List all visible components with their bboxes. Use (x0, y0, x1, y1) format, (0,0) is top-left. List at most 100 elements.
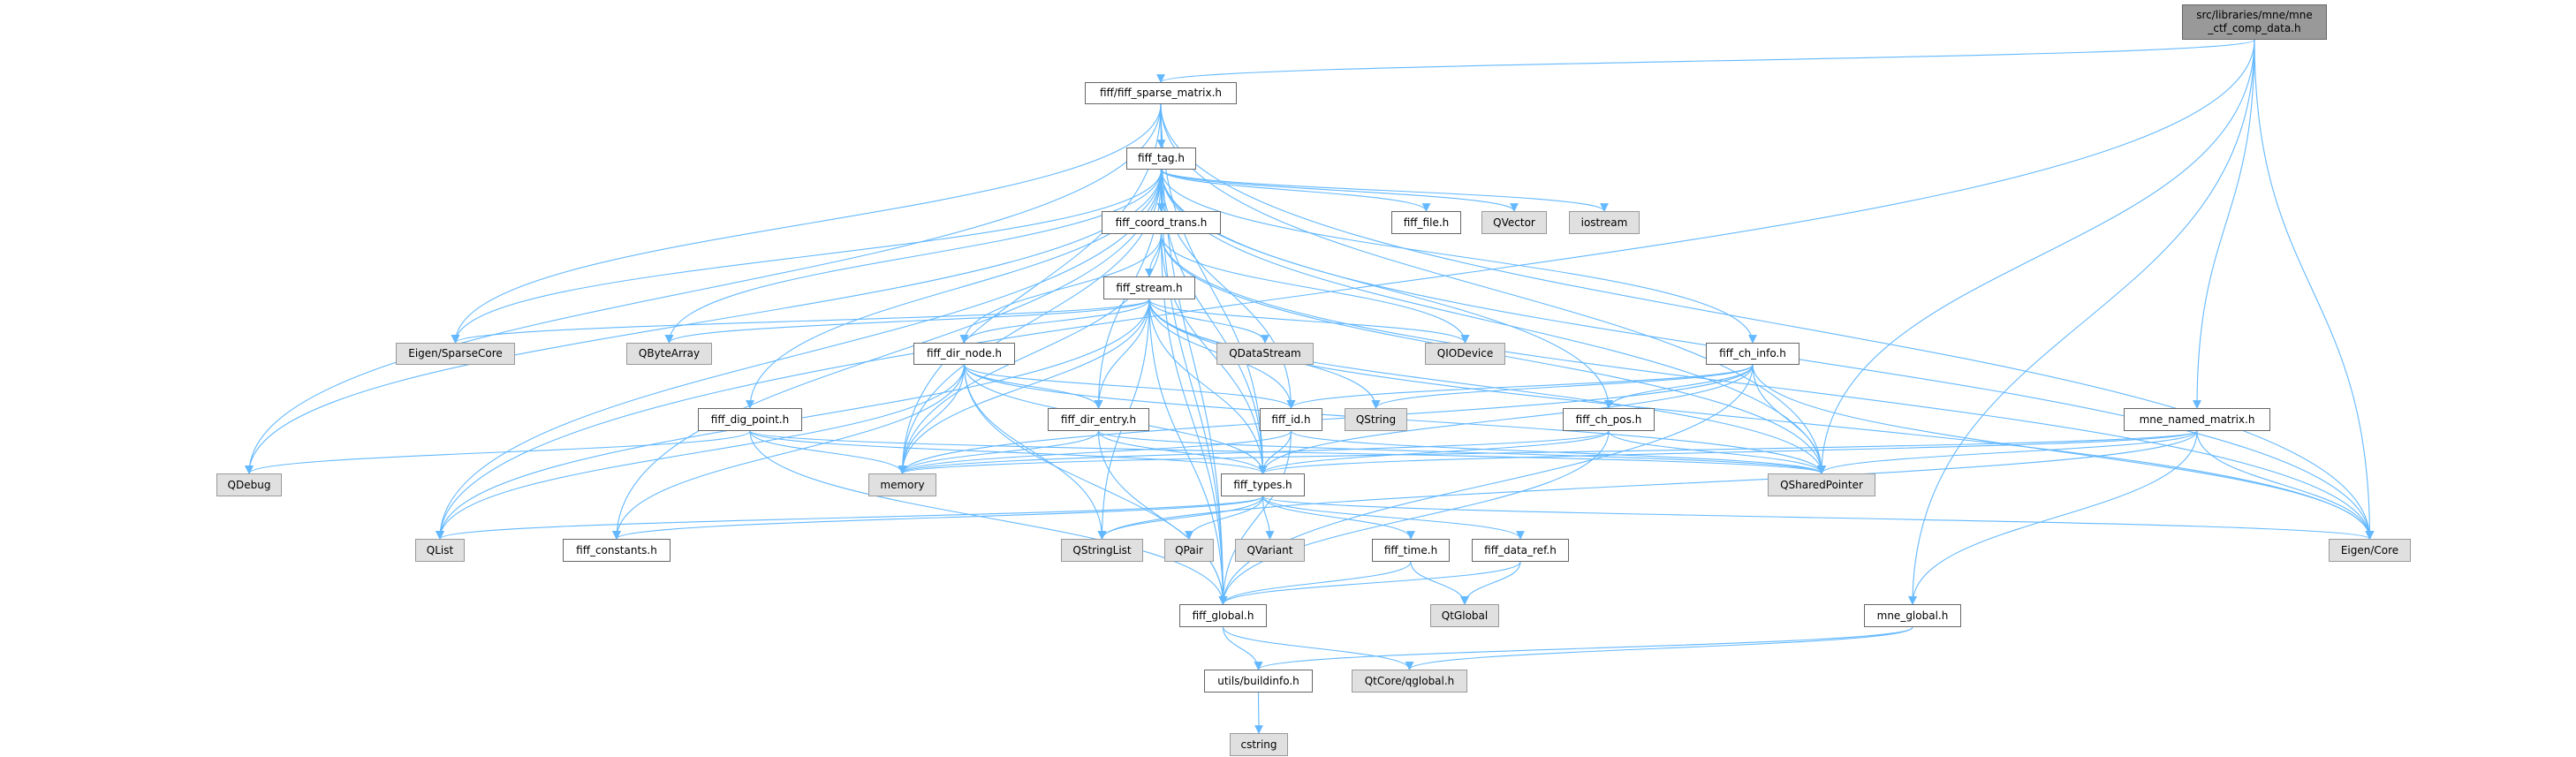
edge-id-to-memory (898, 430, 1292, 474)
graph-node-digpoint[interactable]: fiff_dig_point.h (698, 408, 802, 431)
edge-tag-to-constants (612, 169, 1163, 540)
edge-tag-to-chpos (1160, 169, 1613, 409)
graph-node-qglobal: QtCore/qglobal.h (1352, 670, 1467, 693)
graph-node-coord[interactable]: fiff_coord_trans.h (1102, 211, 1221, 234)
edge-fiffglobal-to-qglobal (1222, 626, 1414, 670)
edge-stream-to-qiodevice (1148, 299, 1470, 344)
edge-direntry-to-types (1097, 430, 1268, 474)
graph-node-sparse[interactable]: fiff/fiff_sparse_matrix.h (1085, 82, 1237, 104)
graph-node-named[interactable]: mne_named_matrix.h (2124, 408, 2270, 431)
edge-stream-to-dirnode (959, 299, 1150, 344)
graph-node-qiodevice: QIODevice (1425, 343, 1505, 365)
edge-named-to-types (1258, 430, 2198, 474)
edge-digpoint-to-qdebug (245, 430, 751, 474)
edge-direntry-to-qshared (1097, 430, 1826, 474)
graph-node-eigencore: Eigen/Core (2329, 539, 2411, 562)
graph-node-direntry[interactable]: fiff_dir_entry.h (1048, 408, 1149, 431)
edge-chinfo-to-qshared (1752, 364, 1826, 474)
graph-node-file[interactable]: fiff_file.h (1391, 211, 1461, 234)
edge-stream-to-qshared (1148, 299, 1826, 474)
graph-node-mneglobal[interactable]: mne_global.h (1864, 604, 1961, 627)
graph-node-root[interactable]: src/libraries/mne/mne _ctf_comp_data.h (2182, 4, 2327, 40)
edge-mneglobal-to-buildinfo (1254, 626, 1913, 670)
graph-node-tag[interactable]: fiff_tag.h (1126, 148, 1196, 170)
graph-node-qstring: QString (1345, 408, 1407, 431)
edge-chpos-to-fiffglobal (1218, 430, 1610, 605)
edge-coord-to-qiodevice (1160, 233, 1470, 344)
graph-node-qdebug: QDebug (216, 473, 282, 496)
edge-types-to-constants (612, 496, 1264, 540)
graph-node-qtglobal: QtGlobal (1430, 604, 1499, 627)
edge-stream-to-memory (898, 299, 1150, 474)
edge-root-to-qlist (436, 39, 2255, 540)
graph-node-qstringlist: QStringList (1061, 539, 1143, 562)
edge-stream-to-fiffglobal (1148, 299, 1228, 605)
edge-sparse-to-eigencore (1160, 103, 2375, 540)
edge-sparse-to-types (1160, 103, 1268, 474)
edge-root-to-eigencore (2254, 39, 2375, 540)
edge-tag-to-qvector (1160, 169, 1519, 212)
graph-node-buildinfo[interactable]: utils/buildinfo.h (1204, 670, 1313, 693)
edge-buildinfo-to-cstring (1254, 692, 1263, 734)
edge-tag-to-qlist (436, 169, 1163, 540)
edge-digpoint-to-qshared (749, 430, 1826, 474)
edge-stream-to-qdatastream (1148, 299, 1269, 344)
edge-chpos-to-types (1258, 430, 1610, 474)
edge-chpos-to-memory (898, 430, 1610, 474)
edge-types-to-dataref (1261, 496, 1525, 540)
graph-node-qdatastream: QDataStream (1216, 343, 1314, 365)
edge-dirnode-to-id (963, 364, 1296, 409)
edge-stream-to-types (1148, 299, 1268, 474)
edge-sparse-to-sparsecore (451, 103, 1162, 344)
edge-named-to-mneglobal (1908, 430, 2198, 605)
edge-tag-to-sparsecore (451, 169, 1163, 344)
edge-chinfo-to-eigencore (1752, 364, 2375, 540)
edge-dirnode-to-memory (898, 364, 966, 474)
edge-digpoint-to-fiffglobal (749, 430, 1228, 605)
graph-node-chpos[interactable]: fiff_ch_pos.h (1563, 408, 1655, 431)
graph-node-qshared: QSharedPointer (1768, 473, 1875, 496)
graph-node-qlist: QList (415, 539, 465, 562)
graph-node-types[interactable]: fiff_types.h (1221, 473, 1305, 496)
edge-coord-to-eigencore (1160, 233, 2375, 540)
edge-types-to-time (1261, 496, 1415, 540)
edge-chinfo-to-qstring (1371, 364, 1754, 409)
edge-chinfo-to-memory (898, 364, 1754, 474)
edge-named-to-memory (898, 430, 2198, 474)
edge-named-to-qstringlist (1097, 430, 2198, 540)
edge-tag-to-iostream (1160, 169, 1609, 212)
graph-node-dataref[interactable]: fiff_data_ref.h (1472, 539, 1569, 562)
graph-node-constants[interactable]: fiff_constants.h (563, 539, 671, 562)
graph-node-dirnode[interactable]: fiff_dir_node.h (913, 343, 1015, 365)
edge-root-to-qshared (1817, 39, 2255, 474)
graph-node-id[interactable]: fiff_id.h (1260, 408, 1322, 431)
edge-digpoint-to-types (749, 430, 1268, 474)
edge-coord-to-fiffglobal (1160, 233, 1228, 605)
edge-direntry-to-memory (898, 430, 1100, 474)
graph-node-qvector: QVector (1481, 211, 1547, 234)
graph-node-stream[interactable]: fiff_stream.h (1103, 276, 1195, 299)
edge-stream-to-sparsecore (451, 299, 1150, 344)
edge-tag-to-chinfo (1160, 169, 1757, 344)
edge-dataref-to-fiffglobal (1218, 561, 1521, 605)
graph-node-iostream: iostream (1569, 211, 1640, 234)
edge-dataref-to-qtglobal (1460, 561, 1521, 605)
graph-node-sparsecore: Eigen/SparseCore (396, 343, 515, 365)
edge-dirnode-to-constants (612, 364, 966, 540)
graph-node-chinfo[interactable]: fiff_ch_info.h (1706, 343, 1799, 365)
edge-id-to-fiffglobal (1218, 430, 1292, 605)
edge-types-to-qstringlist (1097, 496, 1264, 540)
edge-types-to-eigencore (1261, 496, 2374, 540)
edge-fiffglobal-to-buildinfo (1222, 626, 1263, 670)
edge-sparse-to-qshared (1160, 103, 1826, 474)
edge-root-to-sparse (1156, 39, 2255, 83)
edge-stream-to-direntry (1094, 299, 1150, 409)
graph-node-fiffglobal[interactable]: fiff_global.h (1179, 604, 1267, 627)
edge-root-to-named (2193, 39, 2255, 409)
graph-node-time[interactable]: fiff_time.h (1372, 539, 1450, 562)
edge-types-to-qlist (436, 496, 1264, 540)
edge-dirnode-to-qlist (436, 364, 966, 540)
edge-root-to-mneglobal (1908, 39, 2255, 605)
edge-time-to-fiffglobal (1218, 561, 1412, 605)
